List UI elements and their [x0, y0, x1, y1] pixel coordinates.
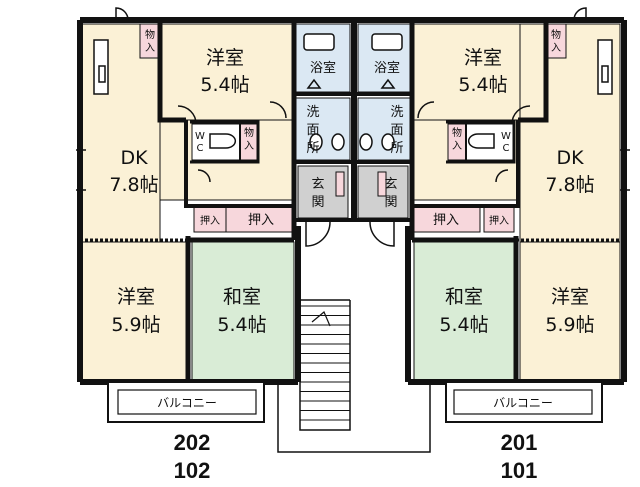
- left-wash-3: 所: [306, 141, 319, 156]
- left-dk-size: 7.8帖: [109, 174, 158, 196]
- left-balcony: [107, 381, 265, 423]
- right-balcony: [445, 381, 603, 423]
- right-top-door: [573, 7, 587, 21]
- right-oshiire-label: 押入: [433, 213, 459, 228]
- right-dk-size: 7.8帖: [545, 174, 594, 196]
- left-washitsu: [191, 241, 295, 381]
- left-balcony-label: バルコニー: [157, 396, 217, 410]
- left-wc-2: C: [197, 143, 204, 154]
- left-washitsu-size: 5.4帖: [217, 314, 266, 336]
- right-bath-label: 浴室: [374, 60, 400, 76]
- left-wc-1: W: [195, 131, 205, 142]
- right-dk-name: DK: [556, 147, 584, 169]
- left-yoshitsu-top-name: 洋室: [206, 47, 244, 69]
- left-bath-label: 浴室: [310, 60, 336, 76]
- right-genkan-door: [369, 221, 395, 247]
- right-washitsu-size: 5.4帖: [439, 314, 488, 336]
- left-mono-wc-2: 入: [244, 141, 254, 152]
- right-wash-3: 所: [390, 141, 403, 156]
- left-yoshitsu-bottom-name: 洋室: [117, 286, 155, 308]
- left-unit: [76, 7, 357, 423]
- left-yoshitsu-top: [159, 23, 295, 121]
- left-wash-2: 面: [306, 123, 319, 138]
- left-unit-lower: 102: [174, 458, 211, 483]
- left-mono-wc-1: 物: [244, 126, 254, 139]
- right-wc-2: C: [503, 143, 510, 154]
- left-yoshitsu-bottom: [81, 241, 187, 381]
- left-bath-fixtures: [177, 33, 345, 183]
- staircase: [277, 299, 431, 453]
- right-washitsu: [413, 241, 515, 381]
- right-mono-top-2: 入: [551, 43, 561, 54]
- right-washitsu-name: 和室: [445, 286, 483, 308]
- left-senmen: [295, 97, 351, 161]
- left-genkan-strip: [335, 171, 345, 197]
- right-mono-wc-2: 入: [452, 141, 462, 152]
- right-yoshitsu-top-name: 洋室: [464, 47, 502, 69]
- right-windows: [597, 39, 630, 191]
- left-windows: [76, 39, 109, 191]
- right-genkan-2: 関: [384, 195, 397, 210]
- right-wc-1: W: [501, 131, 511, 142]
- left-oshiire-small: [193, 205, 227, 233]
- left-washitsu-name: 和室: [223, 286, 261, 308]
- left-genkan-1: 玄: [311, 177, 324, 192]
- right-balcony-label: バルコニー: [493, 396, 553, 410]
- right-bath-fixtures: [359, 33, 531, 183]
- left-yoshitsu-top-size: 5.4帖: [200, 74, 249, 96]
- right-unit-lower: 101: [501, 458, 538, 483]
- left-genkan-door: [305, 221, 331, 247]
- left-oshiire-small-label: 押入: [200, 214, 220, 227]
- right-wash-2: 面: [390, 123, 403, 138]
- right-yoshitsu-bottom-name: 洋室: [551, 286, 589, 308]
- right-yoshitsu-top-size: 5.4帖: [458, 74, 507, 96]
- right-unit-upper: 201: [501, 430, 538, 455]
- right-mono-wc-1: 物: [452, 126, 462, 139]
- right-oshiire: [413, 205, 481, 233]
- right-oshiire-small-label: 押入: [489, 214, 509, 227]
- right-wash-1: 洗: [390, 105, 403, 120]
- left-top-door: [115, 7, 129, 21]
- right-mono-top-1: 物: [551, 28, 561, 41]
- right-genkan-strip: [377, 171, 387, 197]
- right-yoshitsu-bottom-size: 5.9帖: [545, 314, 594, 336]
- left-oshiire: [225, 205, 295, 233]
- left-dk-name: DK: [120, 147, 148, 169]
- right-yoshitsu-bottom: [519, 241, 621, 381]
- left-mono-top-1: 物: [145, 28, 155, 41]
- right-unit: [354, 7, 630, 423]
- left-mono-top-2: 入: [145, 43, 155, 54]
- right-genkan-1: 玄: [384, 177, 397, 192]
- left-yoshitsu-bottom-size: 5.9帖: [111, 314, 160, 336]
- left-genkan-2: 関: [311, 195, 324, 210]
- left-unit-upper: 202: [174, 430, 211, 455]
- left-wash-1: 洗: [306, 105, 319, 120]
- left-oshiire-label: 押入: [248, 213, 274, 228]
